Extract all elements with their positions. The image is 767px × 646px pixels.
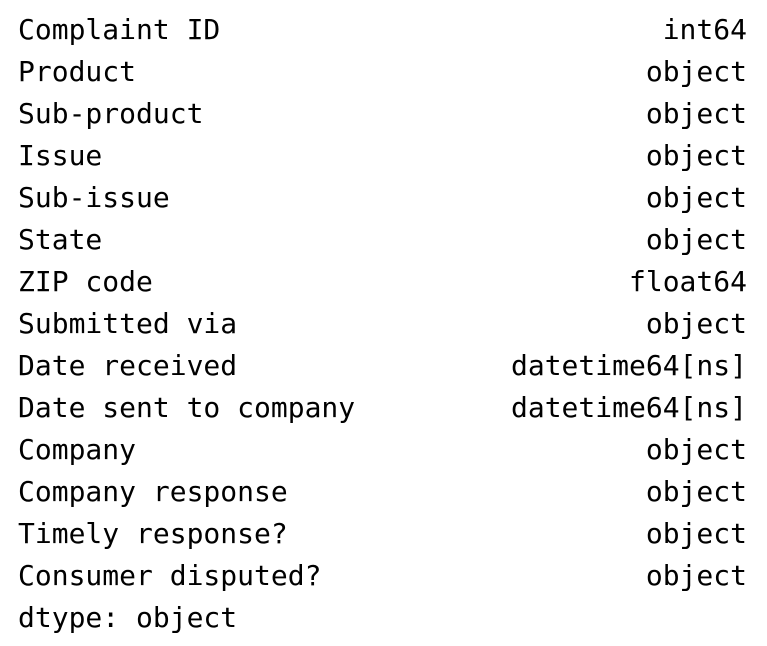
dtype-row: Company response object	[18, 471, 747, 513]
column-dtype: object	[645, 433, 747, 466]
dtype-row: Submitted via object	[18, 303, 747, 345]
dtype-row: Complaint ID int64	[18, 9, 747, 51]
column-name: Date received	[18, 349, 238, 382]
column-name: Company	[18, 433, 137, 466]
column-dtype: int64	[662, 13, 747, 46]
column-dtype: object	[645, 97, 747, 130]
dtype-row: Consumer disputed? object	[18, 555, 747, 597]
dtype-row: Sub-product object	[18, 93, 747, 135]
dtype-row: Timely response? object	[18, 513, 747, 555]
column-name: Issue	[18, 139, 103, 172]
dtype-row: Date received datetime64[ns]	[18, 345, 747, 387]
dtype-row: Date sent to company datetime64[ns]	[18, 387, 747, 429]
column-name: Consumer disputed?	[18, 559, 322, 592]
dtype-row: State object	[18, 219, 747, 261]
dtype-row: Sub-issue object	[18, 177, 747, 219]
column-name: Company response	[18, 475, 288, 508]
column-dtype: object	[645, 223, 747, 256]
column-dtype: float64	[628, 265, 747, 298]
dtype-row: Product object	[18, 51, 747, 93]
column-dtype: object	[645, 517, 747, 550]
series-dtype-footer: dtype: object	[18, 601, 238, 634]
dtype-row: Issue object	[18, 135, 747, 177]
dtype-row: ZIP code float64	[18, 261, 747, 303]
column-dtype: object	[645, 139, 747, 172]
column-dtype: object	[645, 559, 747, 592]
column-dtype: object	[645, 55, 747, 88]
column-name: ZIP code	[18, 265, 153, 298]
column-name: Sub-issue	[18, 181, 170, 214]
column-name: Product	[18, 55, 137, 88]
column-dtype: object	[645, 307, 747, 340]
column-dtype: datetime64[ns]	[510, 349, 747, 382]
column-dtype: datetime64[ns]	[510, 391, 747, 424]
column-name: Date sent to company	[18, 391, 356, 424]
column-dtype: object	[645, 475, 747, 508]
column-name: State	[18, 223, 103, 256]
column-name: Timely response?	[18, 517, 288, 550]
dtype-row: Company object	[18, 429, 747, 471]
column-dtype: object	[645, 181, 747, 214]
column-name: Submitted via	[18, 307, 238, 340]
column-name: Sub-product	[18, 97, 204, 130]
column-name: Complaint ID	[18, 13, 221, 46]
